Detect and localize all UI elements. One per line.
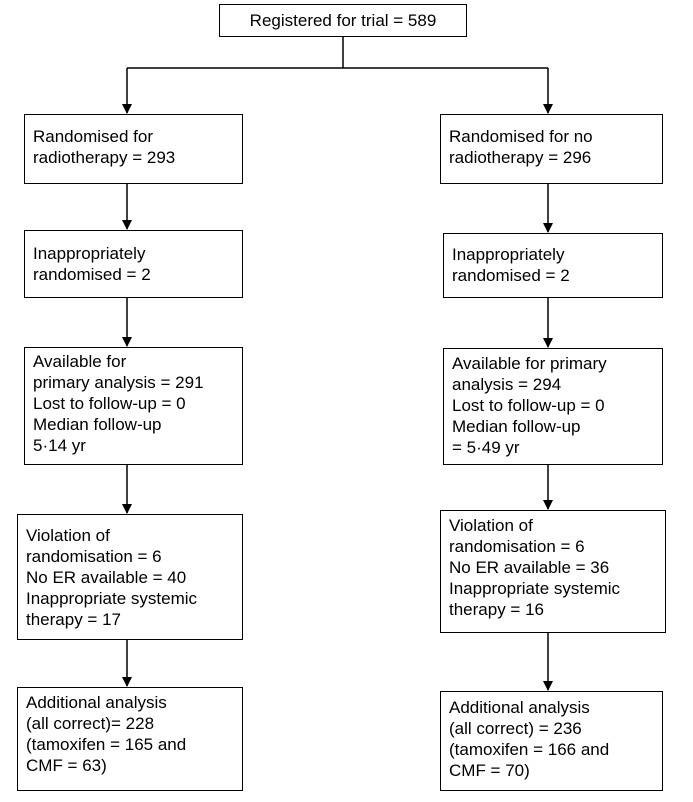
left-additional-line-2: (all correct)= 228	[26, 714, 155, 733]
right-violation-line-5: therapy = 16	[449, 600, 544, 619]
left-additional-box: Additional analysis (all correct)= 228 (…	[17, 687, 243, 791]
left-violation-line-2: randomisation = 6	[26, 547, 162, 566]
right-violation-box: Violation of randomisation = 6 No ER ava…	[440, 510, 666, 633]
right-available-line-5: = 5·49 yr	[452, 438, 520, 457]
left-randomised-box: Randomised for radiotherapy = 293	[24, 114, 243, 184]
right-randomised-line-1: Randomised for no	[449, 127, 593, 146]
left-inappropriate-box: Inappropriately randomised = 2	[24, 230, 243, 298]
right-available-line-2: analysis = 294	[452, 375, 562, 394]
right-violation-line-2: randomisation = 6	[449, 537, 585, 556]
left-randomised-line-2: radiotherapy = 293	[33, 148, 176, 167]
right-additional-box: Additional analysis (all correct) = 236 …	[440, 691, 663, 791]
left-available-line-2: primary analysis = 291	[33, 373, 204, 392]
right-randomised-line-2: radiotherapy = 296	[449, 148, 592, 167]
right-additional-line-4: CMF = 70)	[449, 761, 530, 780]
right-available-line-4: Median follow-up	[452, 417, 581, 436]
right-additional-line-2: (all correct) = 236	[449, 719, 582, 738]
right-inappropriate-line-2: randomised = 2	[452, 266, 570, 285]
left-available-line-1: Available for	[33, 352, 127, 371]
left-violation-line-3: No ER available = 40	[26, 568, 187, 587]
right-available-line-3: Lost to follow-up = 0	[452, 396, 605, 415]
right-violation-line-1: Violation of	[449, 516, 533, 535]
right-violation-line-3: No ER available = 36	[449, 558, 610, 577]
left-inappropriate-line-1: Inappropriately	[33, 244, 146, 263]
right-inappropriate-box: Inappropriately randomised = 2	[443, 233, 663, 298]
registered-text: Registered for trial = 589	[249, 11, 437, 30]
left-additional-line-1: Additional analysis	[26, 693, 167, 712]
right-additional-line-1: Additional analysis	[449, 698, 590, 717]
left-inappropriate-line-2: randomised = 2	[33, 265, 151, 284]
right-additional-line-3: (tamoxifen = 166 and	[449, 740, 610, 759]
left-available-line-5: 5·14 yr	[33, 436, 86, 455]
right-randomised-box: Randomised for no radiotherapy = 296	[440, 114, 663, 184]
left-violation-line-5: therapy = 17	[26, 610, 121, 629]
registered-box: Registered for trial = 589	[219, 4, 467, 37]
right-available-line-1: Available for primary	[452, 354, 607, 373]
left-violation-box: Violation of randomisation = 6 No ER ava…	[17, 514, 243, 640]
right-available-box: Available for primary analysis = 294 Los…	[443, 348, 663, 465]
left-randomised-line-1: Randomised for	[33, 127, 154, 146]
left-available-box: Available for primary analysis = 291 Los…	[24, 347, 243, 465]
left-violation-line-4: Inappropriate systemic	[26, 589, 198, 608]
left-additional-line-4: CMF = 63)	[26, 756, 107, 775]
left-available-line-4: Median follow-up	[33, 415, 162, 434]
left-available-line-3: Lost to follow-up = 0	[33, 394, 186, 413]
left-violation-line-1: Violation of	[26, 526, 110, 545]
right-violation-line-4: Inappropriate systemic	[449, 579, 621, 598]
right-inappropriate-line-1: Inappropriately	[452, 245, 565, 264]
left-additional-line-3: (tamoxifen = 165 and	[26, 735, 187, 754]
